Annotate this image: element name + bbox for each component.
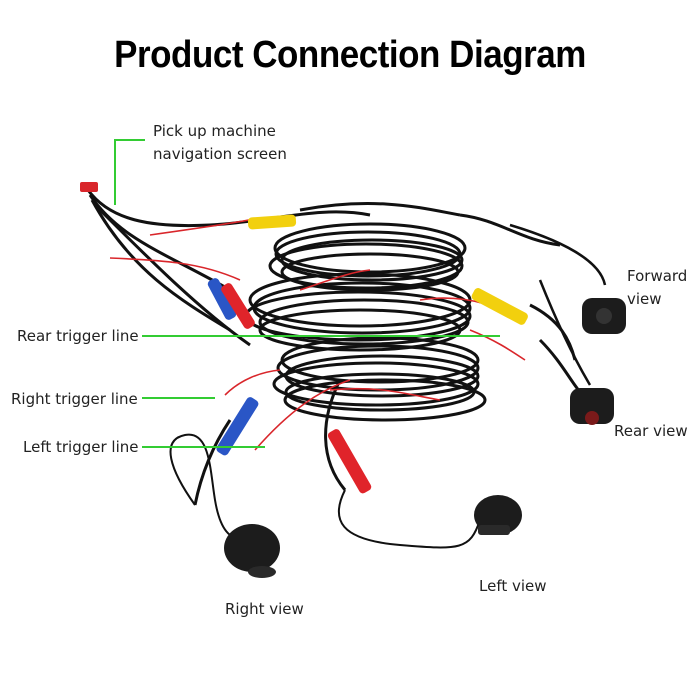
label-left-view: Left view — [479, 577, 547, 595]
harness-connector — [80, 182, 98, 192]
rear-camera — [538, 279, 614, 425]
right-camera — [169, 433, 280, 578]
red-plug — [221, 283, 255, 329]
blue-plug — [216, 397, 259, 456]
label-rear-view: Rear view — [614, 422, 688, 440]
forward-camera — [509, 223, 626, 334]
connector-plugs — [80, 182, 528, 494]
label-right-view: Right view — [225, 600, 304, 618]
label-pickup-line2: navigation screen — [153, 145, 287, 163]
left-camera — [337, 489, 522, 549]
main-cables — [86, 189, 582, 506]
label-pickup-line1: Pick up machine — [153, 122, 276, 140]
label-forward-line2: view — [627, 290, 662, 308]
blue-plug — [207, 278, 237, 320]
label-right-trigger: Right trigger line — [11, 390, 138, 408]
page-title: Product Connection Diagram — [114, 34, 586, 76]
red-plug — [327, 429, 372, 494]
leader-lines — [114, 139, 500, 448]
label-forward-line1: Forward — [627, 267, 688, 285]
yellow-plug — [247, 214, 297, 230]
cable-coils — [244, 222, 487, 422]
label-rear-trigger: Rear trigger line — [17, 327, 139, 345]
yellow-plug — [471, 288, 528, 325]
label-left-trigger: Left trigger line — [23, 438, 139, 456]
